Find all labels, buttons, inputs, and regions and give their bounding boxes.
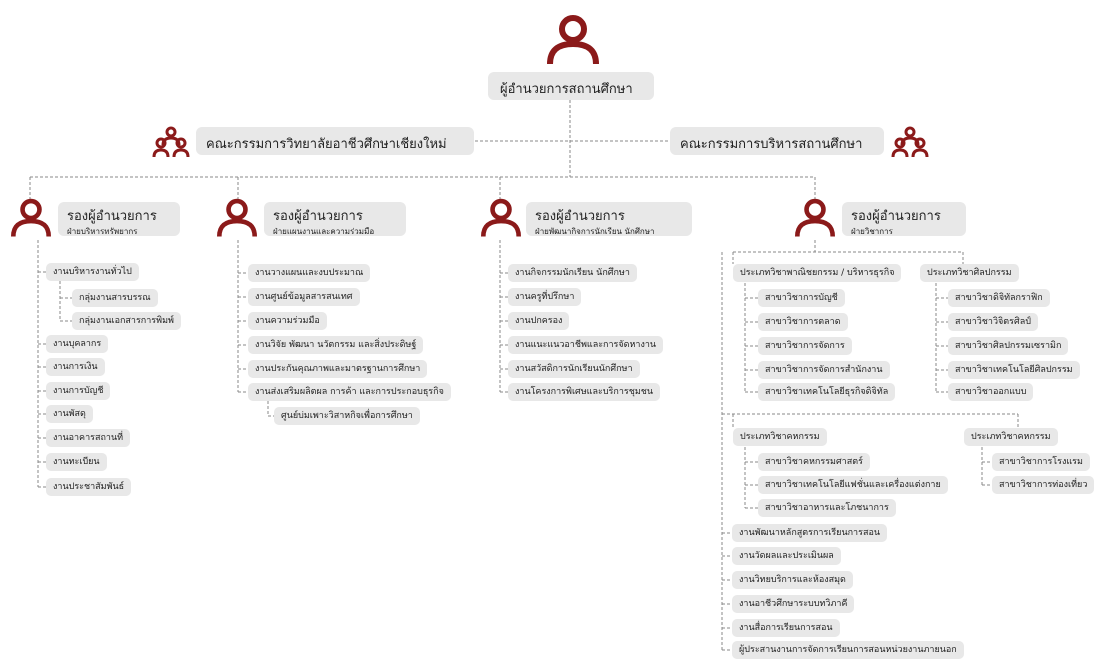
deputy-title: รองผู้อำนวยการ	[273, 209, 363, 224]
list-item: งานครูที่ปรึกษา	[508, 288, 582, 306]
deputy-subtitle: ฝ่ายแผนงานและความร่วมมือ	[273, 227, 375, 236]
list-item: งานอาชีวศึกษาระบบทวิภาคี	[732, 595, 855, 613]
category-header: ประเภทวิชาคหกรรม	[964, 428, 1058, 446]
list-item: งานสวัสดิการนักเรียนนักศึกษา	[508, 360, 640, 378]
director-title: ผู้อำนวยการสถานศึกษา	[500, 82, 633, 97]
deputy-box-planning: รองผู้อำนวยการ ฝ่ายแผนงานและความร่วมมือ	[264, 202, 406, 236]
list-item: ศูนย์บ่มเพาะวิสาหกิจเพื่อการศึกษา	[274, 407, 420, 425]
list-item: งานปกครอง	[508, 312, 570, 330]
group-icon	[152, 126, 190, 158]
list-item: งานส่งเสริมผลิตผล การค้า และการประกอบธุร…	[248, 383, 451, 401]
list-item: สาขาวิชาเทคโนโลยีแฟชั่นและเครื่องแต่งกาย	[758, 476, 948, 494]
list-item: งานโครงการพิเศษและบริการชุมชน	[508, 383, 661, 401]
list-item: สาขาวิชาการท่องเที่ยว	[992, 476, 1095, 494]
list-item: สาขาวิชาวิจิตรศิลป์	[948, 313, 1038, 331]
deputy-subtitle: ฝ่ายพัฒนากิจการนักเรียน นักศึกษา	[535, 227, 655, 236]
list-item: สาขาวิชาการจัดการสำนักงาน	[758, 361, 890, 379]
list-item: สาขาวิชาออกแบบ	[948, 383, 1034, 401]
director-box: ผู้อำนวยการสถานศึกษา	[488, 72, 654, 100]
person-icon	[11, 198, 51, 237]
category-header: ประเภทวิชาพาณิชยกรรม / บริหารธุรกิจ	[733, 264, 902, 282]
deputy-title: รองผู้อำนวยการ	[851, 209, 941, 224]
committee-right-box: คณะกรรมการบริหารสถานศึกษา	[670, 127, 884, 155]
deputy-title: รองผู้อำนวยการ	[535, 209, 625, 224]
list-item: สาขาวิชาอาหารและโภชนาการ	[758, 499, 896, 517]
deputy-box-student-affairs: รองผู้อำนวยการ ฝ่ายพัฒนากิจการนักเรียน น…	[526, 202, 692, 236]
list-item: สาขาวิชาการบัญชี	[758, 289, 845, 307]
committee-right-title: คณะกรรมการบริหารสถานศึกษา	[680, 137, 863, 152]
deputy-subtitle: ฝ่ายบริหารทรัพยากร	[67, 227, 138, 236]
list-item: งานประกันคุณภาพและมาตรฐานการศึกษา	[248, 360, 428, 378]
committee-left-title: คณะกรรมการวิทยาลัยอาชีวศึกษาเชียงใหม่	[206, 137, 447, 152]
list-item: สาขาวิชาเทคโนโลยีธุรกิจดิจิทัล	[758, 383, 896, 401]
deputy-box-academic: รองผู้อำนวยการ ฝ่ายวิชาการ	[842, 202, 966, 236]
list-item: สาขาวิชาคหกรรมศาสตร์	[758, 453, 870, 471]
person-icon	[481, 198, 521, 237]
list-item: สาขาวิชาการโรงแรม	[992, 453, 1090, 471]
list-item: กลุ่มงานเอกสารการพิมพ์	[72, 312, 181, 330]
list-item: กลุ่มงานสารบรรณ	[72, 289, 158, 307]
person-icon	[795, 198, 835, 237]
deputy-title: รองผู้อำนวยการ	[67, 209, 157, 224]
list-item: งานทะเบียน	[46, 453, 107, 471]
list-item: งานพัสดุ	[46, 405, 93, 423]
category-header: ประเภทวิชาคหกรรม	[733, 428, 827, 446]
list-item: งานบริหารงานทั่วไป	[46, 263, 139, 281]
list-item: งานสื่อการเรียนการสอน	[732, 619, 840, 637]
list-item: สาขาวิชาการจัดการ	[758, 337, 852, 355]
list-item: งานการบัญชี	[46, 382, 111, 400]
committee-left-box: คณะกรรมการวิทยาลัยอาชีวศึกษาเชียงใหม่	[196, 127, 474, 155]
list-item: งานวัดผลและประเมินผล	[732, 547, 841, 565]
person-icon	[217, 198, 257, 237]
deputy-subtitle: ฝ่ายวิชาการ	[851, 227, 893, 236]
category-header: ประเภทวิชาศิลปกรรม	[920, 264, 1019, 282]
group-icon	[891, 126, 929, 158]
list-item: งานอาคารสถานที่	[46, 429, 131, 447]
list-item: งานพัฒนาหลักสูตรการเรียนการสอน	[732, 524, 887, 542]
list-item: งานวางแผนและงบประมาณ	[248, 264, 371, 282]
list-item: สาขาวิชาดิจิทัลกราฟิก	[948, 289, 1050, 307]
list-item: งานวิจัย พัฒนา นวัตกรรม และสิ่งประดิษฐ์	[248, 336, 424, 354]
list-item: งานแนะแนวอาชีพและการจัดหางาน	[508, 336, 664, 354]
deputy-box-resources: รองผู้อำนวยการ ฝ่ายบริหารทรัพยากร	[58, 202, 180, 236]
list-item: สาขาวิชาศิลปกรรมเซรามิก	[948, 337, 1069, 355]
list-item: งานการเงิน	[46, 358, 105, 376]
list-item: สาขาวิชาเทคโนโลยีศิลปกรรม	[948, 361, 1080, 379]
list-item: ผู้ประสานงานการจัดการเรียนการสอนหน่วยงาน…	[732, 641, 964, 659]
list-item: งานศูนย์ข้อมูลสารสนเทศ	[248, 288, 360, 306]
list-item: สาขาวิชาการตลาด	[758, 313, 848, 331]
list-item: งานความร่วมมือ	[248, 312, 327, 330]
person-icon	[547, 15, 599, 65]
list-item: งานบุคลากร	[46, 335, 109, 353]
list-item: งานประชาสัมพันธ์	[46, 478, 132, 496]
list-item: งานวิทยบริการและห้องสมุด	[732, 571, 853, 589]
list-item: งานกิจกรรมนักเรียน นักศึกษา	[508, 264, 637, 282]
